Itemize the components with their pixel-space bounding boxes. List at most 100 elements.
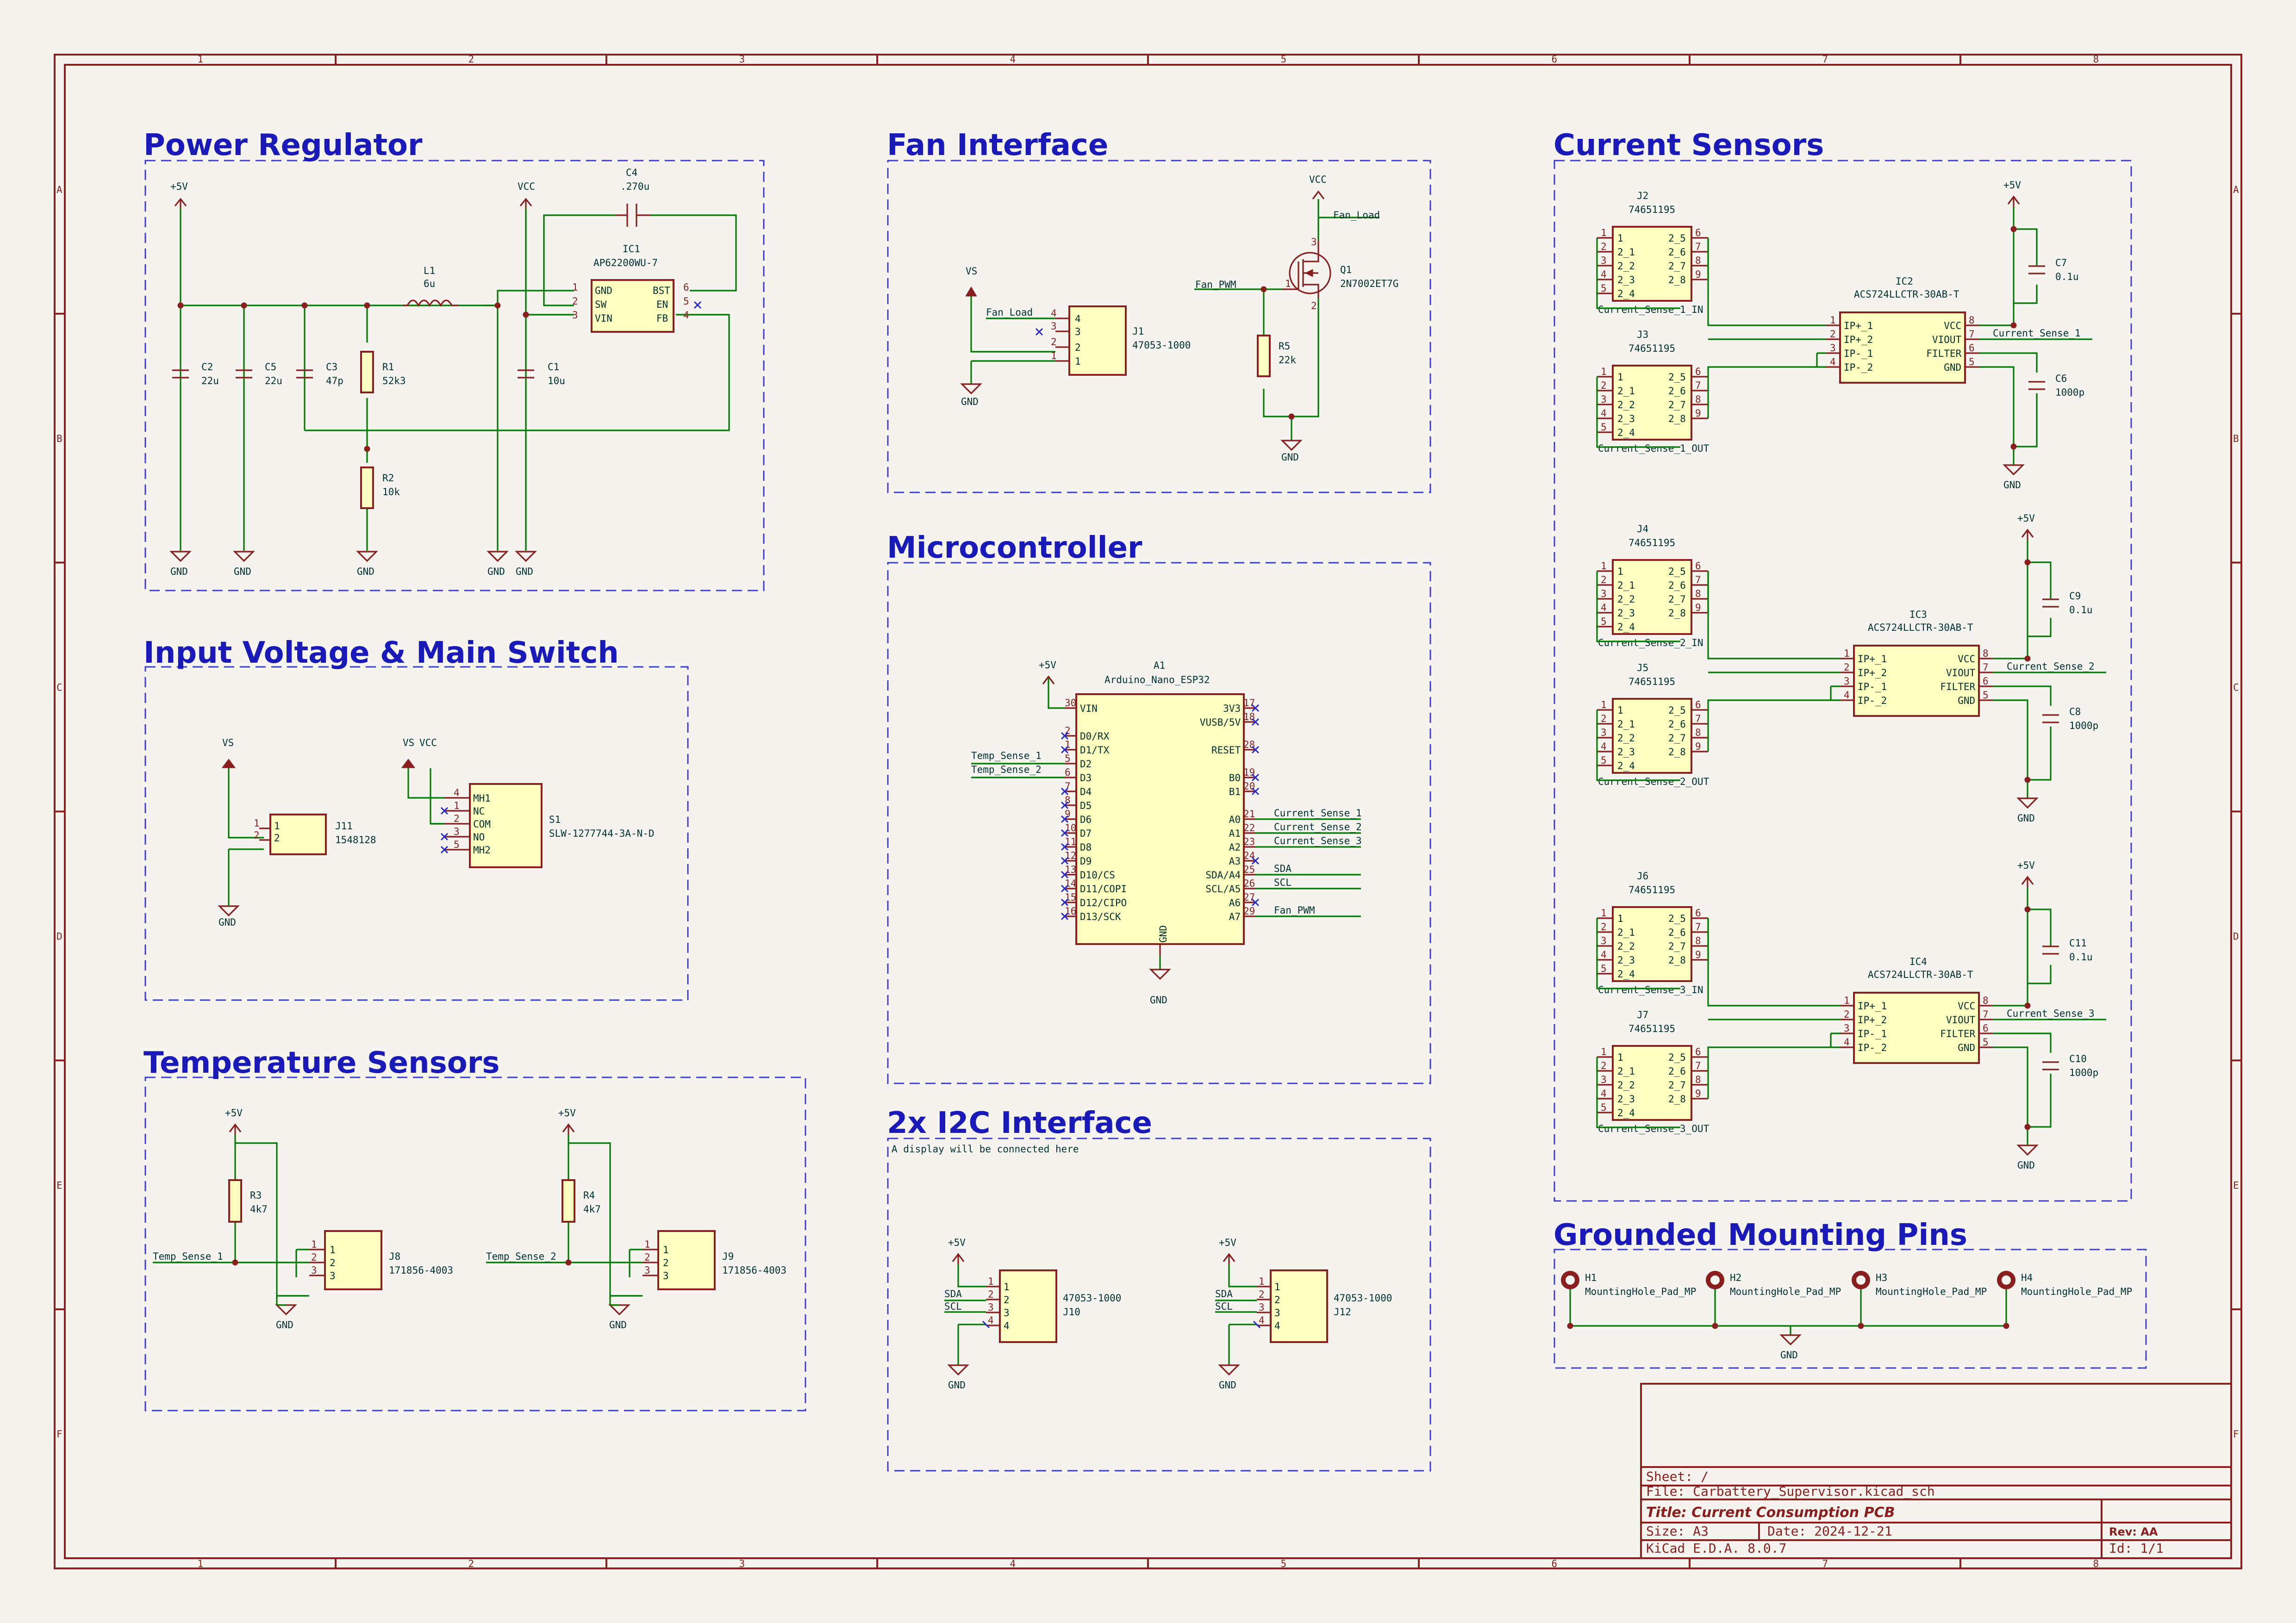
a1-ref: A1 (1154, 660, 1165, 671)
current-filter-cap-value: 1000p (2069, 720, 2098, 731)
current-ic-pin-name: IP+_1 (1858, 1001, 1887, 1012)
current-sense-net-label: Current_Sense_2 (2007, 661, 2095, 672)
fan-vcc-label: VCC (1309, 174, 1327, 185)
current-connector-pin-number: 2 (1601, 921, 1607, 933)
fan-load-label-j1: Fan_Load (986, 307, 1033, 318)
current-ic-pin-number: 1 (1844, 995, 1850, 1006)
current-connector-pin-name: 2_7 (1668, 941, 1686, 952)
current-connector-pin-name: 2_8 (1668, 955, 1686, 966)
current-connector-pin-number: 1 (1601, 366, 1607, 377)
current-ic-pin-name: GND (1944, 362, 1961, 373)
s1-pin-name: MH1 (473, 793, 491, 804)
ic1-pin-bst: BST (653, 285, 670, 296)
current-connector-value: 74651195 (1628, 884, 1675, 895)
current-connector-body (1612, 698, 1692, 774)
current-gnd-label-symbol (2016, 1144, 2039, 1156)
current-connector-pin-name: 2_2 (1617, 399, 1635, 410)
current-connector-pin-number: 9 (1695, 1088, 1701, 1099)
s1-pin-name: NO (473, 832, 485, 843)
current-net-wire (1596, 294, 1680, 309)
a1-right-pin-name: RESET (1211, 745, 1241, 756)
i2c-pin-name: 1 (1274, 1281, 1280, 1293)
current-connector-pin-number: 3 (1601, 1074, 1607, 1085)
current-connector-pin-name: 2_3 (1617, 955, 1635, 966)
j1-ref: J1 (1132, 326, 1144, 337)
current-connector-pin-name: 1 (1617, 566, 1623, 577)
current-connector-pin-name: 2_8 (1668, 746, 1686, 758)
current-connector-pin-name: 2_5 (1668, 913, 1686, 924)
q1-num-3: 3 (1311, 236, 1317, 248)
current-ic-pin-number: 5 (1983, 1037, 1989, 1048)
current-connector-pin-name: 1 (1617, 1052, 1623, 1063)
current-ic-pin-name: VIOUT (1932, 334, 1962, 345)
q1-ref: Q1 (1340, 264, 1352, 275)
c3-ref: C3 (326, 361, 337, 373)
current-connector-pin-number: 9 (1695, 602, 1701, 613)
junction (2010, 226, 2017, 232)
i2c-scl-label: SCL (1215, 1301, 1233, 1312)
temp-p5v-label-symbol (562, 1123, 575, 1135)
j12-ref: J12 (1334, 1306, 1351, 1318)
j1-pin-name: 3 (1075, 326, 1081, 337)
current-ic-pin-name: IP+_2 (1858, 667, 1887, 678)
frame-col-label-bottom: 3 (739, 1558, 745, 1569)
j11-value: 1548128 (335, 834, 376, 846)
current-connector-pin-number: 2 (1601, 1060, 1607, 1071)
current-vcc-cap (2028, 265, 2045, 274)
a1-right-pin-number: 23 (1243, 836, 1255, 847)
a1-right-pin-name: SCL/A5 (1205, 883, 1241, 895)
current-connector-pin-number: 7 (1695, 1060, 1701, 1071)
power-gnd-label-symbol (515, 551, 537, 562)
current-ic-pin-number: 8 (1983, 648, 1989, 659)
power-regulator-box (144, 160, 765, 591)
temp-pin-name: 2 (663, 1257, 669, 1269)
no-connect-mark (440, 846, 449, 854)
current-ic-input-wires (1707, 238, 1826, 377)
ic1-num-1: 1 (572, 282, 578, 293)
i2c-pin-number: 3 (988, 1302, 994, 1313)
current-ic-body (1853, 645, 1980, 717)
current-ic-pin-number: 6 (1983, 1023, 1989, 1034)
current-ic-input-wires (1707, 918, 1840, 1057)
frame-col-label-top: 4 (1010, 54, 1016, 65)
j8-ref: J8 (389, 1251, 400, 1262)
j11-body (269, 814, 327, 855)
temp-p5v-label: +5V (225, 1107, 243, 1119)
a1-right-pin-name: A3 (1229, 856, 1241, 867)
current-filter-cap-value: 1000p (2055, 387, 2084, 398)
current-connector-pin-number: 1 (1601, 908, 1607, 919)
current-connector-body (1612, 365, 1692, 441)
s1-value: SLW-1277744-3A-N-D (549, 828, 655, 839)
r5-body (1257, 335, 1271, 377)
current-connector-pin-number: 5 (1601, 755, 1607, 766)
current-sensors-box (1554, 160, 2132, 1202)
current-connector-body (1612, 906, 1692, 982)
s1-ref: S1 (549, 814, 561, 825)
current-connector-ref: J7 (1637, 1009, 1648, 1020)
switch-vs-label: VS (403, 737, 414, 748)
a1-left-pin-name: VIN (1080, 703, 1098, 714)
j12-value: 47053-1000 (1334, 1293, 1392, 1304)
j10-value: 47053-1000 (1063, 1293, 1121, 1304)
frame-row-label-left: D (56, 931, 62, 942)
current-ic-pin-name: VIOUT (1946, 1014, 1976, 1026)
current-ic-pin-name: IP+_2 (1844, 334, 1873, 345)
current-ic-pin-number: 1 (1830, 315, 1836, 326)
tb-sheet: Sheet: / (1646, 1469, 1709, 1484)
no-connect-mark (1251, 787, 1260, 796)
current-connector-ref: J5 (1637, 662, 1648, 673)
current-connector-pin-name: 2_6 (1668, 1066, 1686, 1077)
fan-gnd-label: GND (961, 396, 979, 407)
j1-body (1068, 305, 1127, 376)
current-ic-pin-number: 8 (1983, 995, 1989, 1006)
current-connector-pin-name: 2_5 (1668, 1052, 1686, 1063)
current-connector-pin-name: 2_7 (1668, 1080, 1686, 1091)
mcu-net-label: Current_Sense_3 (1274, 835, 1362, 846)
current-connector-pin-name: 2_8 (1668, 274, 1686, 286)
current-vcc-cap (2042, 945, 2059, 955)
i2c-pin-number: 2 (1259, 1289, 1265, 1300)
a1-right-pin-name: VUSB/5V (1200, 717, 1241, 728)
mounting-hole-icon (1706, 1271, 1724, 1289)
s1-pin-number: 4 (454, 787, 460, 798)
